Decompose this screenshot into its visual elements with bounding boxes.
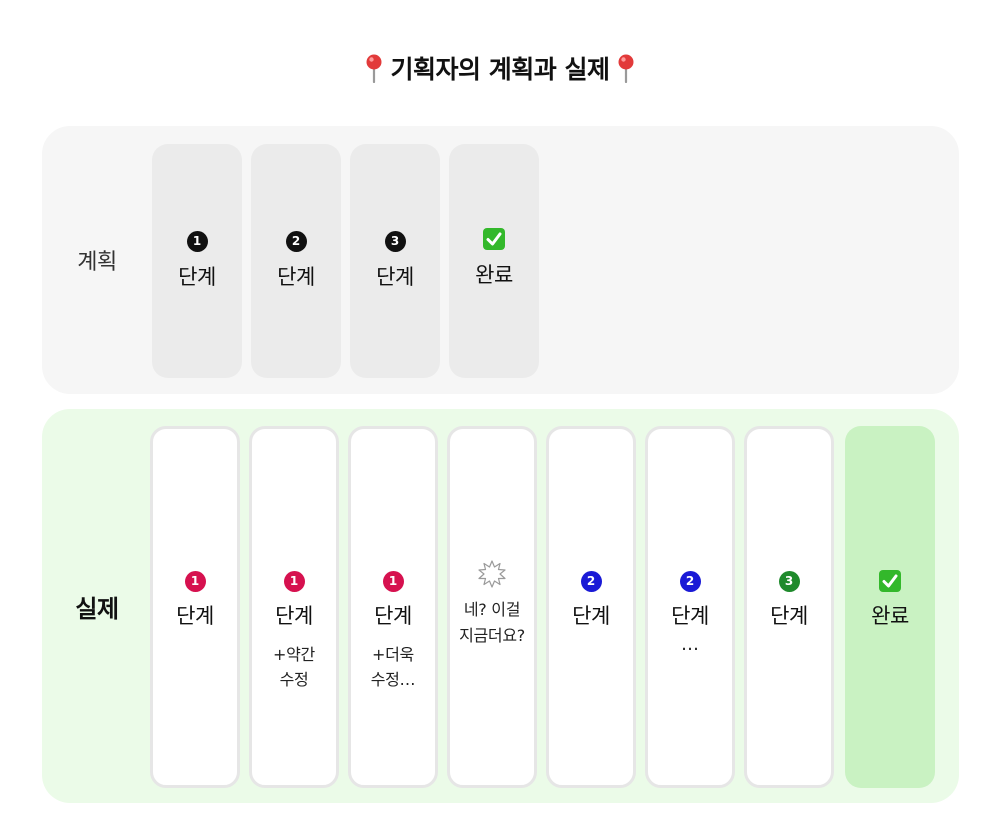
actual-done-card: 완료 — [845, 426, 935, 788]
actual-row-label: 실제 — [75, 595, 119, 623]
step-number-badge: 2 — [285, 231, 307, 252]
actual-panel: 실제 1 단계 1 단계 +약간 수정 1 단계 +더욱 수정… 네? 이걸 지… — [42, 409, 959, 803]
actual-step-card: 3 단계 — [744, 426, 834, 788]
step-label: 단계 — [671, 604, 709, 628]
step-number-badge: 1 — [186, 231, 208, 252]
step-number-badge: 1 — [184, 571, 206, 592]
check-mark-icon — [483, 228, 505, 250]
step-label: 단계 — [572, 604, 610, 628]
step-label: 단계 — [275, 604, 313, 628]
step-number-badge: 3 — [778, 571, 800, 592]
step-number-badge: 1 — [283, 571, 305, 592]
page-title-text: 기획자의 계획과 실제 — [390, 55, 610, 84]
step-number-badge: 2 — [679, 571, 701, 592]
step-label: 단계 — [277, 265, 315, 289]
done-label: 완료 — [871, 604, 909, 628]
step-number-badge: 2 — [580, 571, 602, 592]
step-label: 단계 — [176, 604, 214, 628]
actual-step-card: 2 단계 — [546, 426, 636, 788]
step-number-badge: 1 — [382, 571, 404, 592]
round-pushpin-icon — [366, 54, 382, 83]
check-mark-icon — [879, 570, 901, 592]
step-label: 단계 — [178, 265, 216, 289]
page-title: 기획자의 계획과 실제 — [0, 46, 1000, 90]
step-label: 단계 — [770, 604, 808, 628]
step-note: +더욱 수정… — [370, 645, 416, 689]
actual-step-card: 1 단계 — [150, 426, 240, 788]
step-note: +약간 수정 — [273, 645, 315, 689]
actual-step-card: 1 단계 +더욱 수정… — [348, 426, 438, 788]
plan-step-card: 1 단계 — [152, 144, 242, 378]
done-label: 완료 — [475, 263, 513, 287]
plan-row-label: 계획 — [77, 250, 117, 275]
step-label: 단계 — [376, 265, 414, 289]
plan-step-card: 3 단계 — [350, 144, 440, 378]
plan-step-card: 2 단계 — [251, 144, 341, 378]
plan-done-card: 완료 — [449, 144, 539, 378]
actual-interrupt-card: 네? 이걸 지금더요? — [447, 426, 537, 788]
actual-step-card: 2 단계 … — [645, 426, 735, 788]
round-pushpin-icon — [618, 54, 634, 83]
anger-bubble-icon — [478, 560, 506, 588]
actual-step-card: 1 단계 +약간 수정 — [249, 426, 339, 788]
plan-panel: 계획 1 단계 2 단계 3 단계 완료 — [42, 126, 959, 394]
step-label: 단계 — [374, 604, 412, 628]
step-number-badge: 3 — [384, 231, 406, 252]
step-ellipsis: … — [681, 634, 699, 655]
interrupt-text: 네? 이걸 지금더요? — [459, 600, 525, 645]
